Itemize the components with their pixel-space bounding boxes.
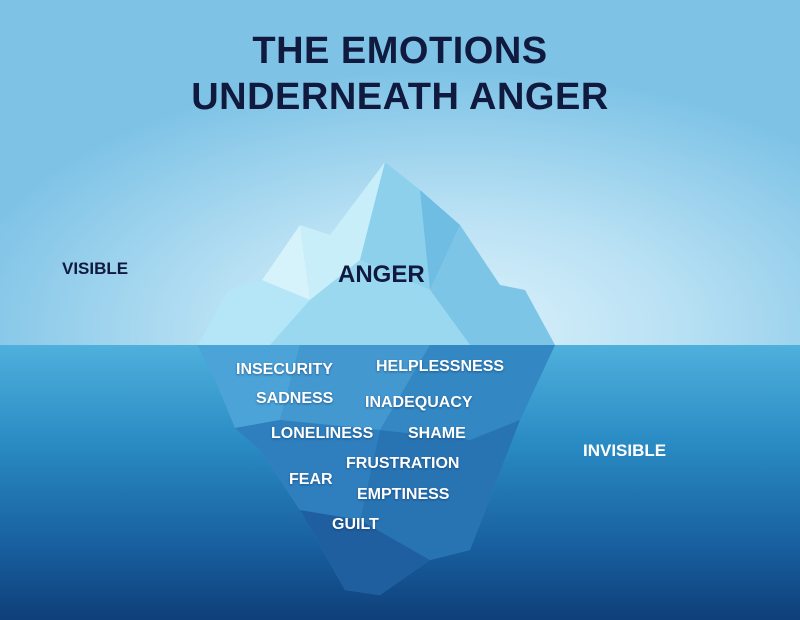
- anger-label: ANGER: [338, 261, 425, 288]
- emotion-label-helplessness: HELPLESSNESS: [376, 358, 505, 375]
- emotion-label-emptiness: EMPTINESS: [357, 486, 450, 503]
- emotion-label-shame: SHAME: [408, 425, 466, 442]
- emotion-label-insecurity: INSECURITY: [236, 361, 333, 378]
- title-line-2: UNDERNEATH ANGER: [191, 76, 609, 118]
- visible-label: VISIBLE: [62, 259, 129, 278]
- emotion-label-loneliness: LONELINESS: [271, 425, 374, 442]
- invisible-label: INVISIBLE: [583, 441, 667, 460]
- iceberg-underwater: [198, 345, 555, 595]
- emotion-label-inadequacy: INADEQUACY: [365, 394, 473, 411]
- emotion-label-fear: FEAR: [289, 471, 333, 488]
- emotion-label-guilt: GUILT: [332, 516, 379, 533]
- title-line-1: THE EMOTIONS: [252, 30, 548, 72]
- emotion-label-frustration: FRUSTRATION: [346, 455, 460, 472]
- emotion-label-sadness: SADNESS: [256, 390, 334, 407]
- page-title: THE EMOTIONS UNDERNEATH ANGER: [0, 28, 800, 120]
- iceberg-tip: [198, 162, 555, 345]
